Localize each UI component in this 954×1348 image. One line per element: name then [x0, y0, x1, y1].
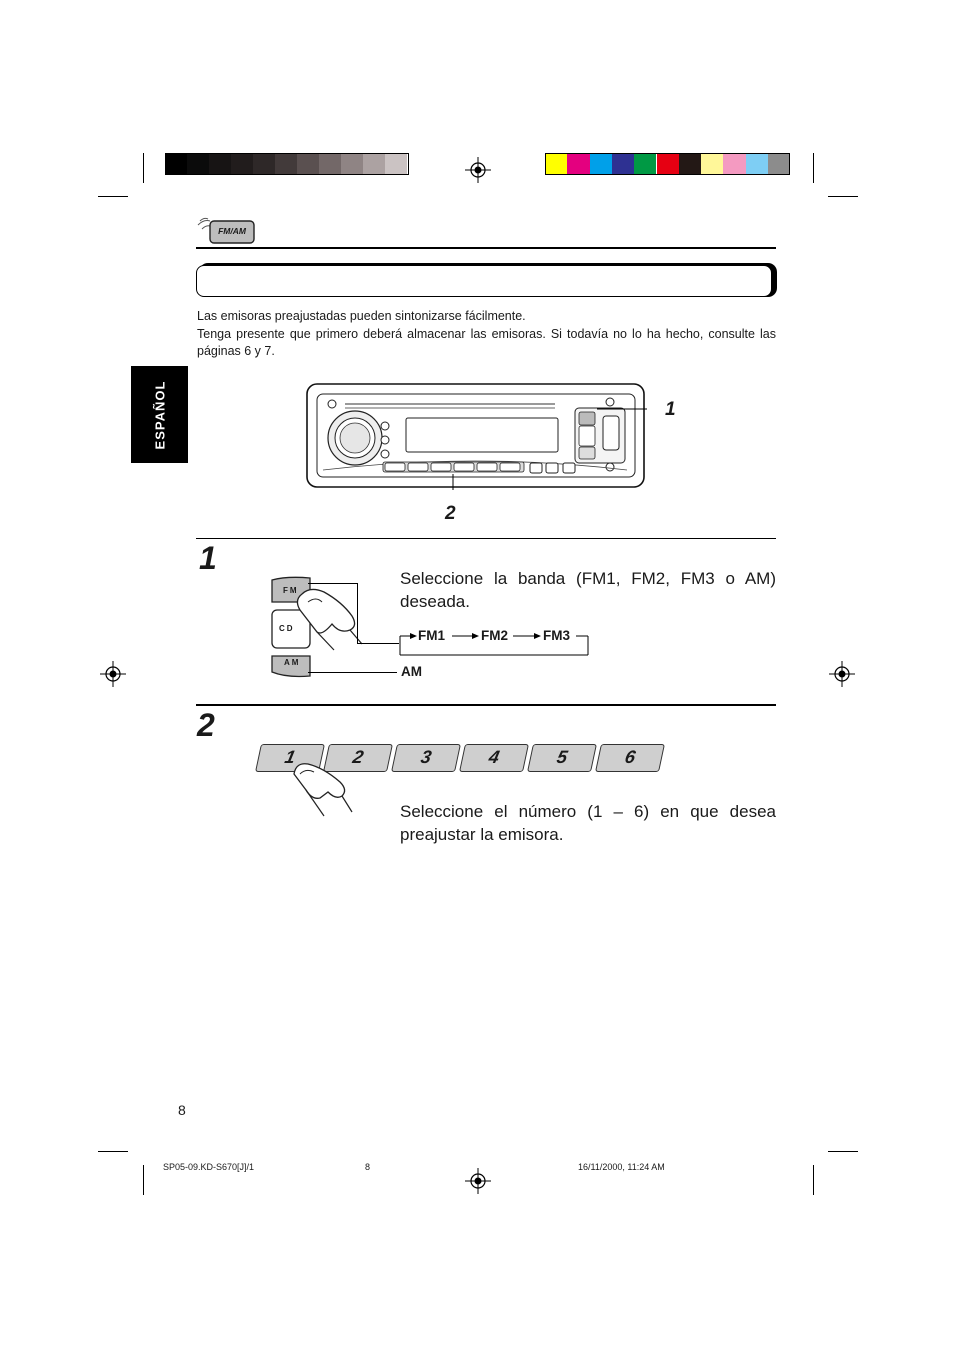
color-swatch: [187, 153, 209, 175]
band-cycle-arrows: [399, 633, 589, 656]
color-bar-outline: [545, 153, 790, 175]
band-buttons-illustration: [271, 576, 363, 678]
footer-timestamp: 16/11/2000, 11:24 AM: [578, 1162, 665, 1172]
registration-mark-icon: [465, 157, 491, 183]
footer-file: SP05-09.KD-S670[J]/1: [163, 1162, 255, 1172]
color-swatch: [567, 153, 590, 175]
preset-button-5: 5: [527, 744, 597, 772]
band-am: AM: [401, 664, 422, 679]
color-swatch: [165, 153, 187, 175]
step2-number: 2: [197, 707, 215, 743]
color-swatch: [589, 153, 612, 175]
step1-instruction: Seleccione la banda (FM1, FM2, FM3 o AM)…: [400, 569, 776, 611]
car-radio-diagram: [306, 383, 647, 490]
preset-button-6: 6: [595, 744, 665, 772]
intro-line-2: Tenga presente que primero deberá almace…: [197, 326, 776, 359]
intro-text: Las emisoras preajustadas pueden sintoni…: [197, 308, 776, 361]
color-swatch: [253, 153, 275, 175]
title-box: [196, 265, 772, 297]
color-swatch: [231, 153, 253, 175]
crop-mark: [98, 196, 128, 197]
crop-mark: [98, 1151, 128, 1152]
footer-page: 8: [365, 1162, 371, 1172]
band-fm3: FM3: [543, 628, 570, 643]
color-swatch: [634, 153, 657, 175]
color-swatch: [768, 153, 791, 175]
step1-rule: [196, 538, 776, 539]
grayscale-bar-outline: [165, 153, 409, 175]
color-swatch: [209, 153, 231, 175]
intro-line-1: Las emisoras preajustadas pueden sintoni…: [197, 309, 526, 323]
color-swatch: [611, 153, 635, 175]
fm-connector-line: [357, 583, 358, 644]
registration-mark-icon: [829, 661, 855, 687]
step2-rule: [196, 704, 776, 706]
crop-mark: [143, 153, 144, 183]
registration-mark-icon: [100, 661, 126, 687]
preset-label: 3: [419, 747, 434, 767]
color-swatch: [701, 153, 724, 175]
color-swatch: [545, 153, 568, 175]
fm-button-label: FM: [283, 586, 299, 595]
step2-instruction: Seleccione el número (1 – 6) en que dese…: [400, 802, 776, 844]
crop-mark: [813, 1165, 814, 1195]
diagram-callout-2: 2: [445, 503, 456, 524]
registration-mark-icon: [465, 1168, 491, 1194]
band-fm2: FM2: [481, 628, 508, 643]
crop-mark: [828, 196, 858, 197]
color-swatch: [723, 153, 746, 175]
fm-connector-line: [308, 583, 358, 584]
am-connector-line: [308, 672, 397, 673]
cd-button-label: CD: [279, 624, 295, 633]
color-swatch: [745, 153, 768, 175]
color-swatch: [678, 153, 702, 175]
crop-mark: [813, 153, 814, 183]
preset-button-3: 3: [391, 744, 461, 772]
color-swatch: [319, 153, 341, 175]
band-fm1: FM1: [418, 628, 445, 643]
preset-label: 5: [555, 747, 570, 767]
preset-button-4: 4: [459, 744, 529, 772]
preset-label: 4: [487, 747, 502, 767]
fm-am-radio-icon: FM/AM: [196, 213, 258, 245]
language-tab: ESPAÑOL: [131, 366, 188, 463]
color-swatch: [656, 153, 679, 175]
am-button-label: AM: [284, 658, 301, 667]
fm-connector-line: [357, 643, 399, 644]
header-rule: [196, 247, 776, 249]
finger-pressing-icon: [293, 763, 353, 817]
language-tab-label: ESPAÑOL: [152, 380, 167, 449]
color-swatch: [407, 153, 429, 175]
page-number: 8: [178, 1102, 186, 1118]
preset-label: 6: [623, 747, 638, 767]
crop-mark: [143, 1165, 144, 1195]
crop-mark: [828, 1151, 858, 1152]
color-swatch: [275, 153, 297, 175]
step1-number: 1: [199, 540, 217, 576]
color-swatch: [385, 153, 407, 175]
color-swatch: [297, 153, 319, 175]
color-swatch: [363, 153, 385, 175]
color-swatch: [341, 153, 363, 175]
diagram-callout-1: 1: [665, 399, 676, 420]
fm-am-icon-label: FM/AM: [218, 226, 246, 236]
